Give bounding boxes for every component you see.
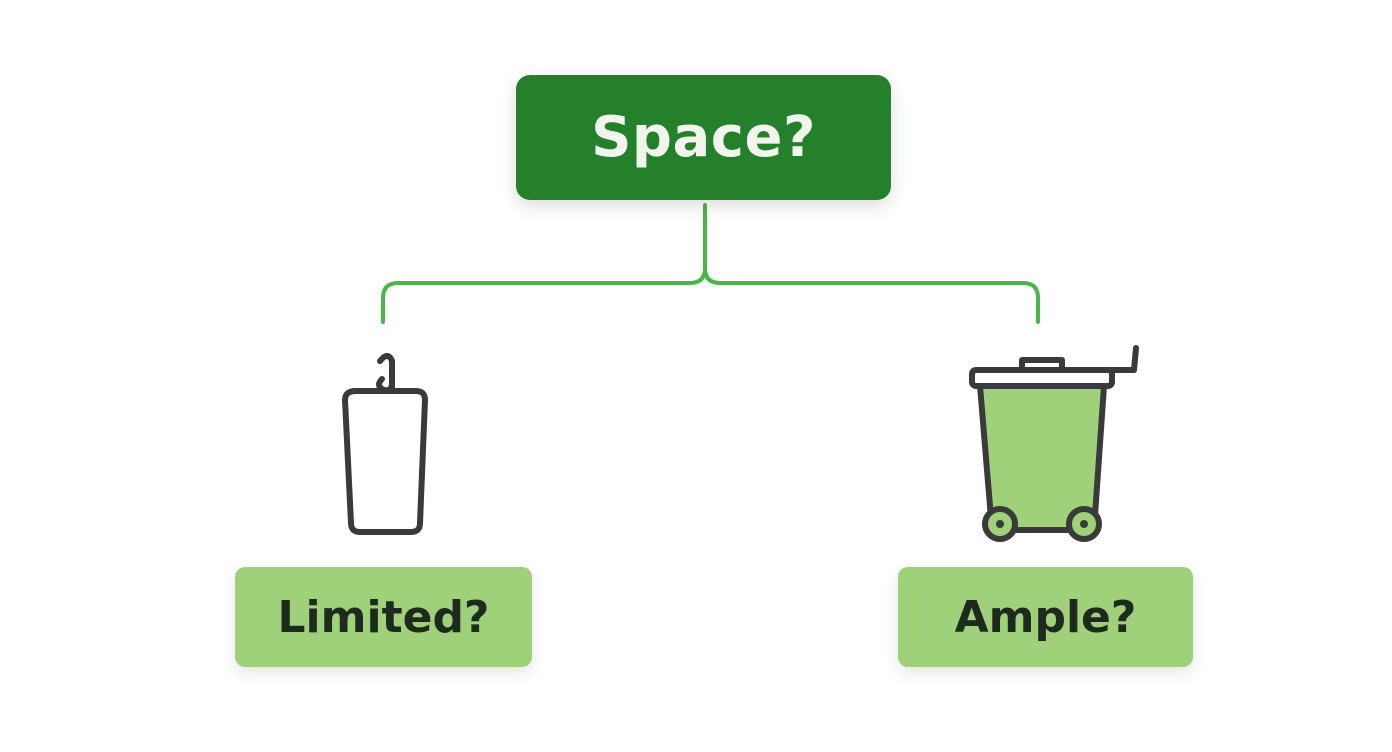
- hanging-bag-icon: [342, 353, 428, 535]
- connector-right-branch: [718, 281, 1040, 324]
- connector-left-branch: [381, 281, 692, 324]
- ample-node: Ample?: [898, 567, 1193, 667]
- wheelie-bin-icon: [969, 345, 1139, 542]
- connector-stem: [688, 203, 707, 285]
- root-node: Space?: [516, 75, 891, 200]
- connector-stem-right: [703, 266, 722, 285]
- limited-node: Limited?: [235, 567, 532, 667]
- root-node-label: Space?: [591, 105, 816, 170]
- limited-node-label: Limited?: [277, 591, 490, 643]
- ample-node-label: Ample?: [954, 591, 1137, 643]
